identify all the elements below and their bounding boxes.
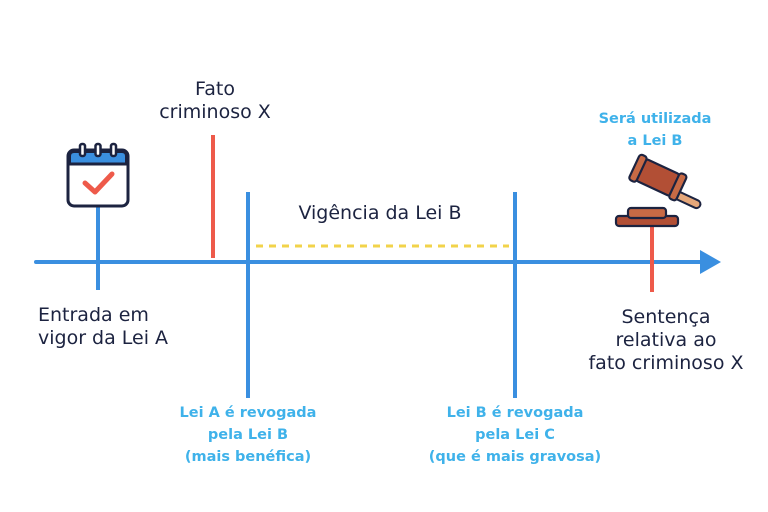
label-sentenca: Sentença relativa ao fato criminoso X (588, 306, 744, 375)
timeline-arrowhead (700, 250, 721, 274)
note-sera-utilizada: Será utilizada a Lei B (598, 111, 712, 149)
calendar-check-icon (66, 142, 130, 208)
label-entrada-em-vigor: Entrada em vigor da Lei A (38, 304, 169, 350)
label-fato-criminoso: Fato criminoso X (159, 78, 271, 124)
label-vigencia-lei-b: Vigência da Lei B (298, 202, 462, 224)
note-lei-b-revogada: Lei B é revogada pela Lei C (que é mais … (428, 405, 602, 465)
gavel-icon (614, 153, 702, 228)
note-lei-a-revogada: Lei A é revogada pela Lei B (mais benéfi… (179, 405, 317, 465)
